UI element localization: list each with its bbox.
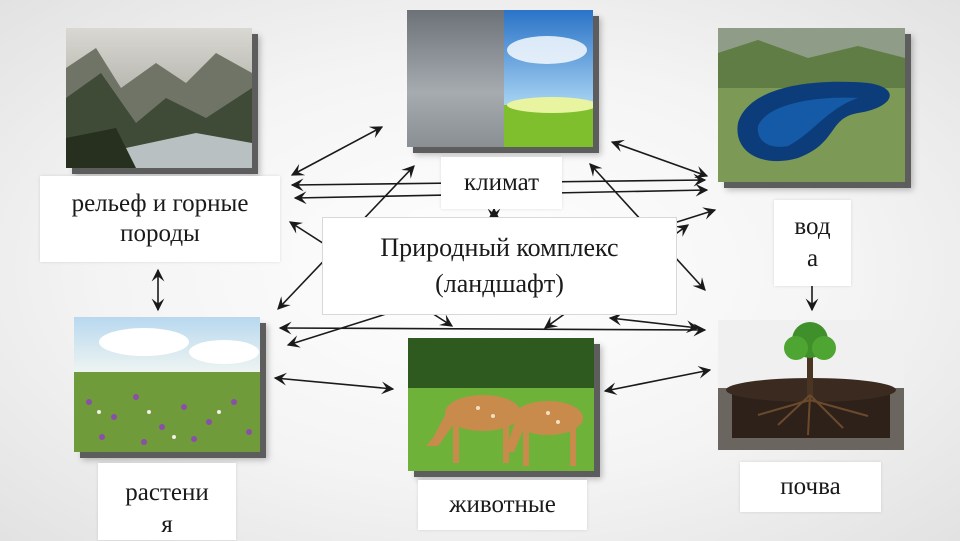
center-line-1: Природный комплекс — [380, 233, 619, 262]
arrow-animals-soil — [603, 365, 712, 396]
center-line-2: (ландшафт) — [435, 269, 564, 298]
deer-photo — [408, 338, 594, 471]
center-natural-complex: Природный комплекс (ландшафт) — [322, 217, 677, 315]
mountains-photo — [66, 28, 252, 168]
arrow-plants-soil — [278, 321, 707, 337]
arrow-plants-animals — [273, 372, 395, 395]
soil-photo — [718, 320, 904, 450]
label-animals: животные — [418, 480, 587, 530]
label-soil: почва — [740, 462, 881, 512]
meadow-photo — [74, 317, 260, 452]
label-water: вод а — [774, 200, 851, 286]
label-plants: растени я — [98, 463, 236, 540]
climate-photo — [407, 10, 593, 147]
arrow-relief-climate — [290, 126, 384, 176]
arrow-center-soil — [608, 312, 700, 334]
arrow-climate-water — [610, 139, 709, 179]
label-climate: климат — [441, 157, 562, 209]
lake-photo — [718, 28, 905, 182]
label-relief: рельеф и горные породы — [40, 176, 280, 262]
